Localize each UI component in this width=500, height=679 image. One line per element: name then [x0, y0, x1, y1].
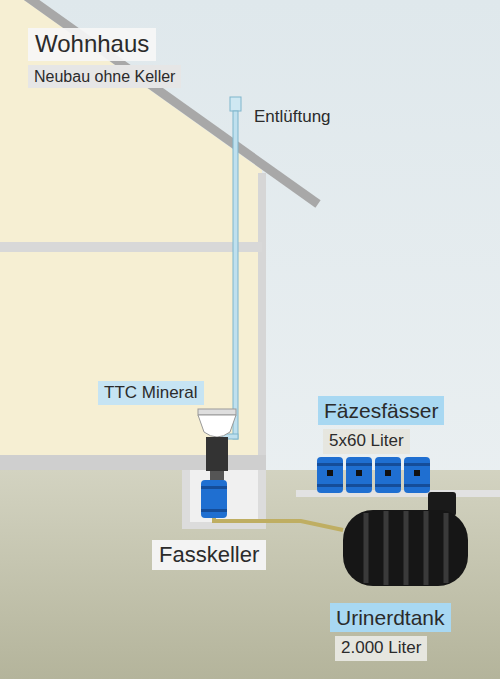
house-side-wall [258, 173, 266, 470]
urine-tank: Urinerdtank2.000 Liter [343, 505, 468, 586]
barrel-logo [385, 470, 391, 476]
house-wall [0, 0, 262, 470]
barrel-band [346, 463, 372, 466]
vent-pipe [233, 111, 238, 439]
faeces-barrel [346, 457, 372, 493]
barrel-logo [414, 470, 420, 476]
drop-pipe [210, 471, 224, 480]
label-subtext: 2.000 Liter [335, 636, 427, 660]
faeces-barrel [404, 457, 430, 493]
label-subtext: Neubau ohne Keller [28, 65, 181, 88]
toilet-body [206, 437, 228, 471]
tank-rib [384, 511, 389, 585]
toilet-label: TTC Mineral [98, 381, 204, 406]
label-group: Urinerdtank 2.000 Liter [330, 603, 451, 661]
roof [26, 0, 318, 204]
label-heading: TTC Mineral [98, 381, 204, 405]
label-heading: Wohnhaus [28, 28, 156, 61]
barrel-band [375, 463, 401, 466]
barrel-band [404, 484, 430, 487]
barrel-body [375, 457, 401, 493]
ground [0, 470, 500, 679]
label-heading: Urinerdtank [330, 603, 451, 632]
part-label: Entlüftung [254, 107, 331, 127]
drain-pipe [214, 518, 262, 521]
barrel-body [404, 457, 430, 493]
barrel-band [317, 484, 343, 487]
barrel-logo [356, 470, 362, 476]
barrel-band [404, 463, 430, 466]
barrel-band [317, 463, 343, 466]
pit-interior [190, 470, 258, 522]
barrel-band [201, 509, 227, 512]
barrel-label: Fäzesfässer 5x60 Liter [318, 396, 445, 454]
tank-rib [444, 513, 449, 583]
pit-wall [182, 470, 190, 529]
tank-rib [404, 511, 409, 585]
label-group: Fasskeller [152, 540, 266, 570]
barrel-band [346, 484, 372, 487]
tank-ribs [366, 511, 446, 585]
tank-rib [424, 511, 429, 585]
barrel-band [375, 484, 401, 487]
label-subtext: 5x60 Liter [323, 429, 410, 453]
house-label: WohnhausNeubau ohne Keller [28, 28, 182, 88]
tank-body [343, 510, 468, 586]
barrel-body [346, 457, 372, 493]
barrel-band [201, 486, 227, 489]
pipe-connector [262, 521, 343, 530]
pit-barrel [201, 480, 227, 518]
toilet-lid [198, 409, 236, 415]
vent-cap [230, 97, 241, 111]
faeces-barrel [375, 457, 401, 493]
barrel-body [317, 457, 343, 493]
cellar-pit: Fasskeller [186, 470, 262, 525]
toilet-bowl [198, 415, 236, 437]
label-heading: Fasskeller [152, 540, 266, 570]
faeces-barrel [317, 457, 343, 493]
tank-rib [364, 513, 369, 583]
barrel-logo [327, 470, 333, 476]
label-heading: Fäzesfässer [318, 396, 444, 425]
pit-floor [182, 522, 266, 529]
floor-slab [0, 242, 262, 252]
